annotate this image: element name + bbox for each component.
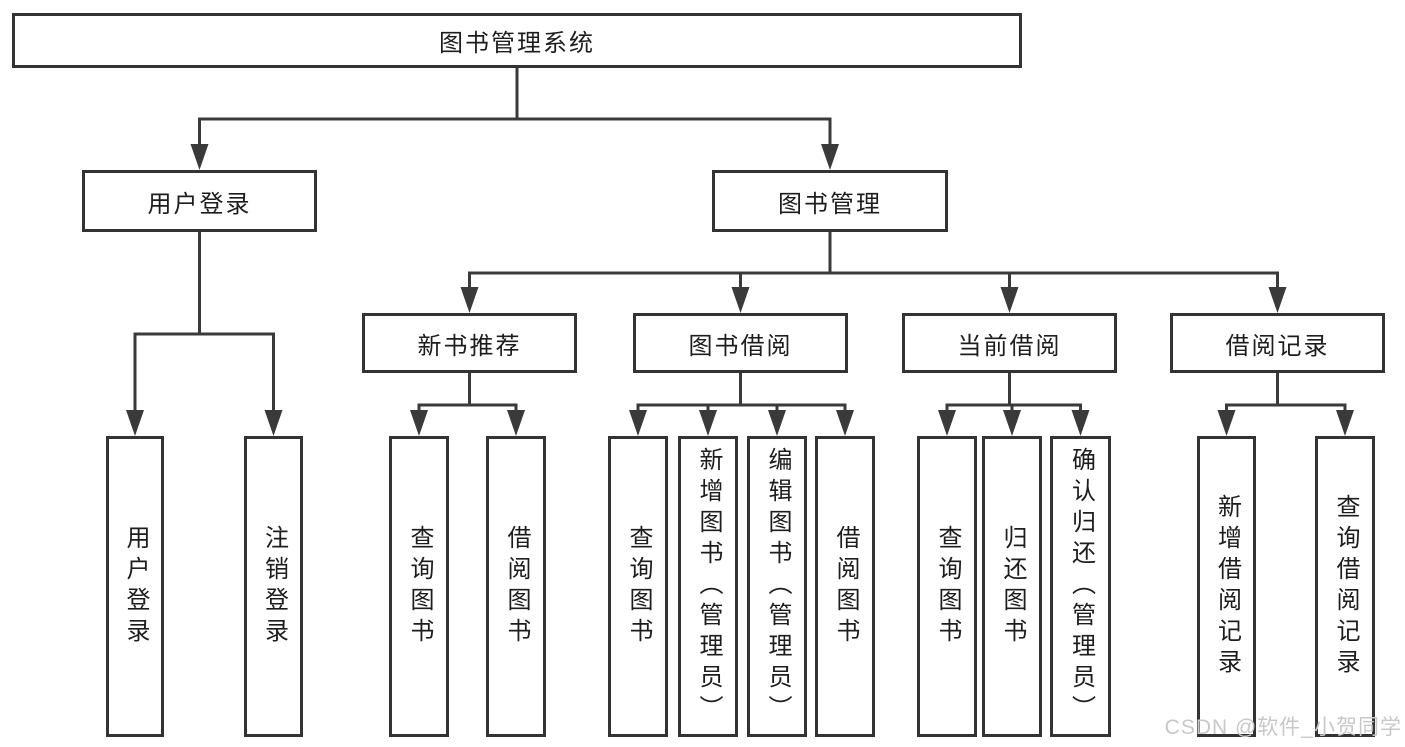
node-label: 当前借阅	[957, 332, 1062, 360]
node-borrowing-records: 借阅记录	[1170, 313, 1385, 373]
node-label: 图书管理	[778, 190, 882, 218]
node-label: 新增借阅记录	[1213, 493, 1241, 680]
arrowhead-icon	[629, 410, 647, 436]
leaf-return-books: 归还图书	[982, 436, 1042, 737]
arrowhead-icon	[699, 410, 717, 436]
arrowhead-icon	[938, 410, 956, 436]
arrowhead-icon	[821, 144, 839, 170]
node-label: 借阅图书	[832, 524, 859, 649]
arrowhead-icon	[190, 144, 209, 170]
watermark: CSDN @软件_小贺同学	[1164, 716, 1402, 739]
arrowhead-icon	[1268, 287, 1287, 313]
arrowhead-icon	[264, 410, 283, 436]
node-label: 用户登录	[147, 190, 252, 218]
node-label: 查询图书	[406, 524, 433, 649]
node-label: 新增图书（管理员）	[695, 447, 722, 726]
leaf-query-books: 查询图书	[917, 436, 977, 737]
arrowhead-icon	[507, 410, 525, 436]
arrowhead-icon	[126, 410, 144, 436]
leaf-borrow-books: 借阅图书	[486, 436, 546, 737]
arrowhead-icon	[1217, 410, 1236, 436]
node-user-login: 用户登录	[82, 170, 317, 232]
leaf-query-borrow-record: 查询借阅记录	[1315, 436, 1375, 737]
arrowhead-icon	[768, 410, 786, 436]
node-label: 新书推荐	[417, 332, 522, 360]
node-label: 查询借阅记录	[1332, 493, 1359, 680]
arrowhead-icon	[410, 410, 428, 436]
node-book-management: 图书管理	[712, 170, 948, 232]
arrowhead-icon	[1336, 410, 1354, 436]
node-label: 编辑图书（管理员）	[764, 447, 791, 726]
node-label: 用户登录	[122, 524, 149, 649]
node-label: 借阅记录	[1225, 332, 1330, 360]
arrowhead-icon	[1000, 287, 1019, 313]
node-label: 借阅图书	[503, 524, 530, 649]
node-label: 查询图书	[934, 524, 961, 649]
node-label: 图书管理系统	[439, 30, 595, 57]
node-new-book-recommend: 新书推荐	[362, 313, 577, 373]
node-label: 图书借阅	[688, 332, 793, 360]
arrowhead-icon	[1003, 410, 1021, 436]
node-label: 查询图书	[625, 524, 652, 649]
leaf-user-login: 用户登录	[106, 436, 164, 737]
node-book-borrowing: 图书借阅	[633, 313, 848, 373]
node-current-borrowing: 当前借阅	[902, 313, 1117, 373]
leaf-query-books: 查询图书	[389, 436, 449, 737]
node-label: 注销登录	[260, 524, 288, 649]
arrowhead-icon	[460, 287, 479, 313]
leaf-borrow-books: 借阅图书	[815, 436, 875, 737]
leaf-edit-books-admin: 编辑图书（管理员）	[747, 436, 807, 737]
leaf-query-books: 查询图书	[608, 436, 668, 737]
node-library-system: 图书管理系统	[12, 13, 1022, 68]
leaf-add-borrow-record: 新增借阅记录	[1197, 436, 1256, 737]
arrowhead-icon	[731, 287, 750, 313]
leaf-logout: 注销登录	[244, 436, 303, 737]
arrowhead-icon	[836, 410, 854, 436]
node-label: 确认归还（管理员）	[1067, 447, 1095, 726]
arrowhead-icon	[1071, 410, 1090, 436]
leaf-add-books-admin: 新增图书（管理员）	[678, 436, 738, 737]
node-label: 归还图书	[999, 524, 1026, 649]
leaf-confirm-return-admin: 确认归还（管理员）	[1050, 436, 1111, 737]
